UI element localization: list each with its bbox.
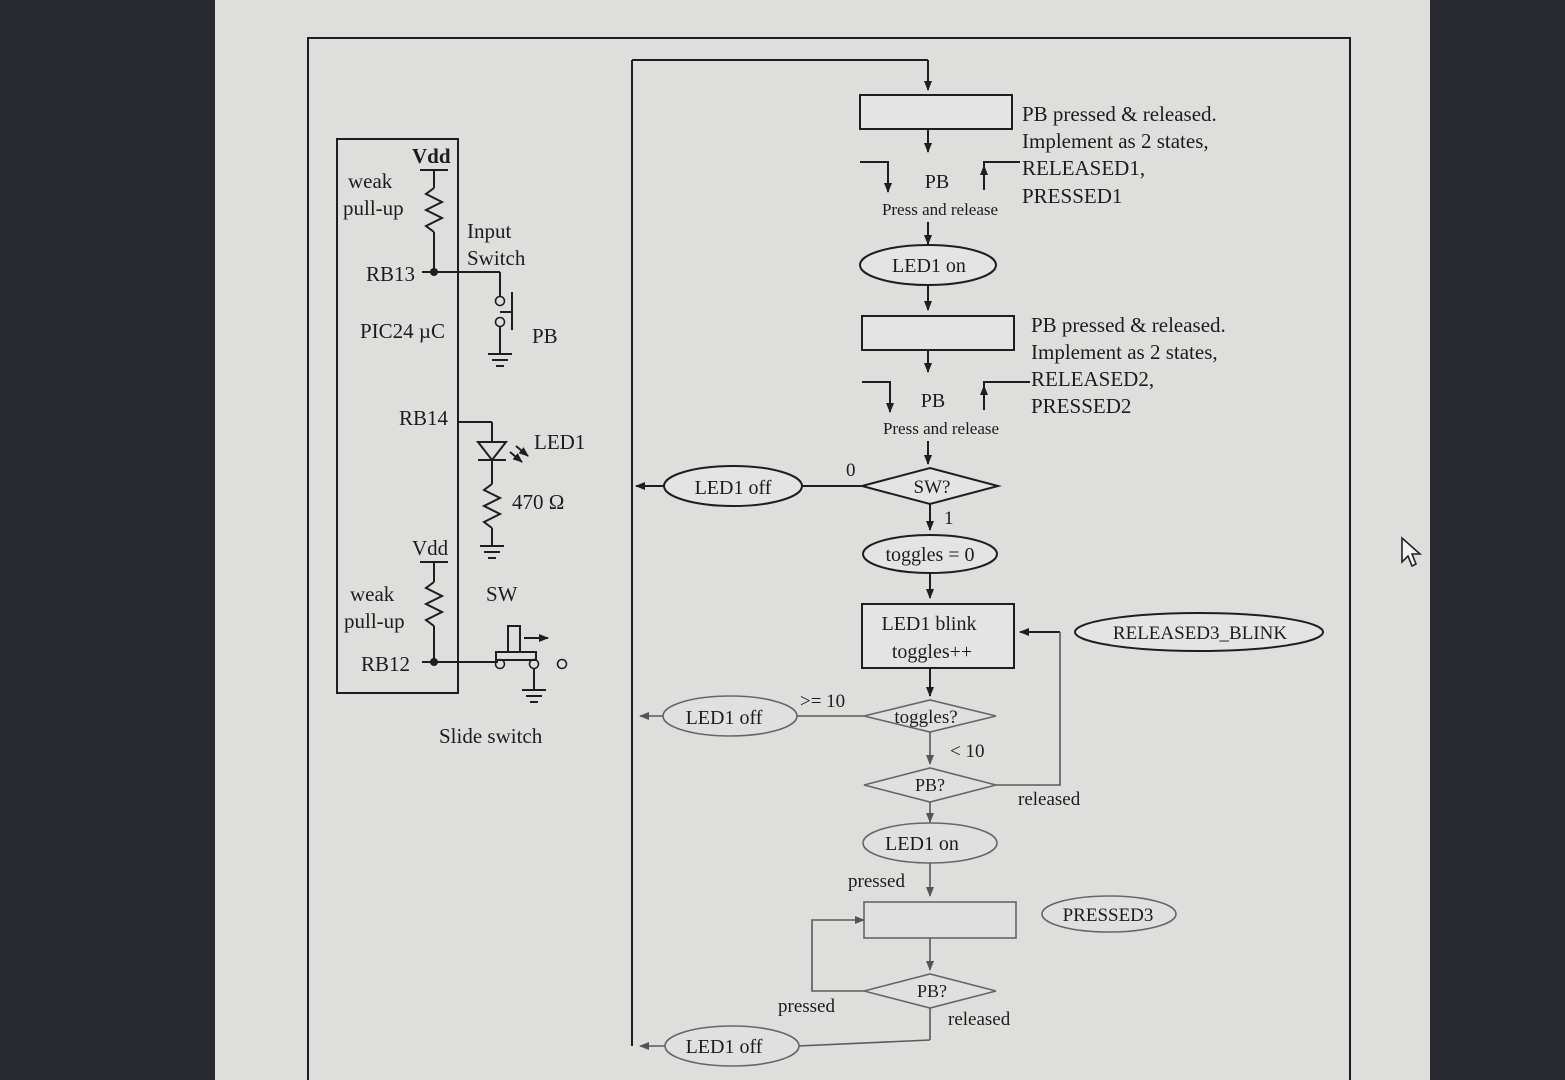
blink-line1: LED1 blink	[882, 613, 977, 635]
pb-decision-1-text: PB?	[915, 775, 945, 795]
led1-off-text-3: LED1 off	[686, 1036, 763, 1058]
input-switch-line1: Input	[467, 219, 511, 243]
pressed-label-1: pressed	[848, 871, 905, 892]
released3-blink-node	[1074, 612, 1324, 652]
slide-switch-knob	[507, 625, 521, 653]
mcu-box	[336, 138, 459, 694]
pb-contact-top	[494, 295, 506, 307]
ge10-label: >= 10	[800, 691, 845, 712]
pressed-label-2: pressed	[778, 996, 835, 1017]
mcu-label: PIC24 µC	[360, 319, 445, 343]
weak-pullup-resistor-top	[423, 187, 445, 233]
state-box-3	[863, 901, 1017, 939]
released-label-1: released	[1018, 789, 1081, 810]
vdd-top-label: Vdd	[412, 144, 451, 168]
released3-blink-text: RELEASED3_BLINK	[1113, 623, 1287, 644]
led1-off-text-2: LED1 off	[686, 707, 763, 729]
slide-switch-body	[495, 651, 537, 661]
lt10-label: < 10	[950, 741, 984, 762]
slide-switch-label: Slide switch	[439, 724, 543, 748]
note2-line4: PRESSED2	[1031, 394, 1131, 418]
flowchart: PB Press and release LED1 on PB pressed …	[631, 59, 1324, 1067]
pressed3-text: PRESSED3	[1063, 905, 1154, 926]
mouse-pointer-icon	[1401, 536, 1423, 568]
resistor-label: 470 Ω	[512, 490, 564, 514]
released-label-2: released	[948, 1009, 1011, 1030]
sw-zero-label: 0	[846, 460, 856, 481]
pressed3-node	[1041, 895, 1177, 933]
sw-one-label: 1	[944, 508, 954, 529]
note1-line1: PB pressed & released.	[1022, 102, 1217, 126]
pb2-label: PB	[921, 390, 945, 412]
note2-line1: PB pressed & released.	[1031, 313, 1226, 337]
weak-pullup-resistor-bottom	[423, 581, 445, 627]
state-box-1	[859, 94, 1013, 130]
input-switch-line2: Switch	[467, 246, 526, 270]
sw-label: SW	[486, 582, 518, 606]
rb12-label: RB12	[361, 652, 410, 676]
pb-label: PB	[532, 324, 558, 348]
press-release-2: Press and release	[883, 419, 999, 438]
press-release-1: Press and release	[882, 200, 998, 219]
resistor-470	[481, 483, 503, 529]
weak-pullup-top-line2: pull-up	[343, 196, 404, 220]
rb14-label: RB14	[399, 406, 449, 430]
led1-on-text-2: LED1 on	[885, 833, 959, 855]
note1-line4: PRESSED1	[1022, 184, 1122, 208]
note2-line3: RELEASED2,	[1031, 367, 1154, 391]
toggles-zero-text: toggles = 0	[885, 544, 974, 566]
toggles-decision	[863, 699, 997, 733]
led1-off-text-1: LED1 off	[695, 477, 772, 499]
toggles-decision-text: toggles?	[894, 707, 957, 728]
note1-line2: Implement as 2 states,	[1022, 129, 1209, 153]
figure-frame	[307, 37, 1351, 1080]
note2-line2: Implement as 2 states,	[1031, 340, 1218, 364]
weak-pullup-bottom-line1: weak	[350, 582, 395, 606]
pb-decision-2-text: PB?	[917, 981, 947, 1001]
pb1-label: PB	[925, 171, 949, 193]
state-box-2	[861, 315, 1015, 351]
led1-label: LED1	[534, 430, 585, 454]
circuit-schematic: Vdd weak pull-up Input Switch RB13 PIC24…	[336, 138, 585, 748]
blink-line2: toggles++	[892, 641, 972, 663]
pb-decision-2	[863, 973, 997, 1009]
weak-pullup-bottom-line2: pull-up	[344, 609, 405, 633]
led-diode-symbol	[475, 441, 509, 462]
paper-sheet	[215, 0, 1430, 1080]
weak-pullup-top-line1: weak	[348, 169, 393, 193]
pb-contact-bottom	[494, 316, 506, 328]
sw-decision	[858, 466, 1002, 506]
note1-line3: RELEASED1,	[1022, 156, 1145, 180]
led1-on-text-1: LED1 on	[892, 255, 966, 277]
blink-box	[861, 603, 1015, 669]
rb13-label: RB13	[366, 262, 415, 286]
vdd-bottom-label: Vdd	[412, 536, 449, 560]
sw-decision-text: SW?	[914, 477, 951, 498]
